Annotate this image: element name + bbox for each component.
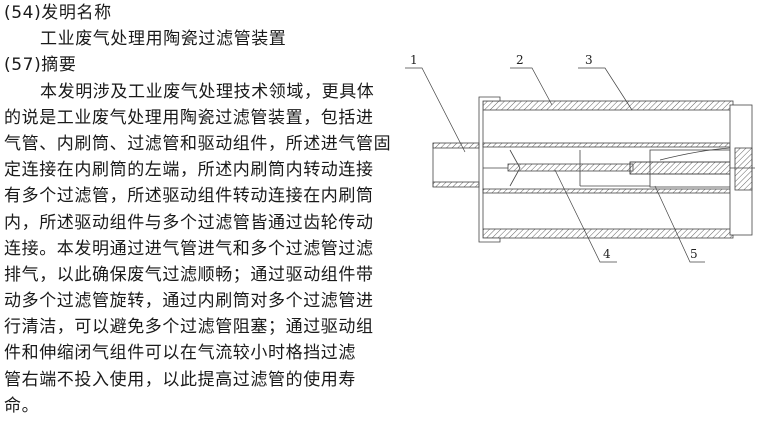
leader-lines	[405, 67, 705, 263]
abstract-line: 气管、内刷筒、过滤管和驱动组件，所述进气管固	[4, 133, 392, 154]
abstract-line: 的说是工业废气处理用陶瓷过滤管装置，包括进	[4, 107, 374, 128]
abstract-line: 命。	[4, 395, 40, 416]
inner-brush-tube-bottom	[482, 188, 731, 194]
flange	[478, 96, 501, 243]
abstract-line: 动多个过滤管旋转，通过内刷筒对多个过滤管进	[4, 291, 374, 312]
abstract-line: 连接。本发明通过进气管进气和多个过滤管过滤	[4, 238, 374, 259]
section-code: (57)	[4, 55, 42, 76]
inlet-pipe-top	[432, 142, 480, 149]
callout-2: 2	[516, 53, 524, 67]
outer-shell-bottom	[482, 228, 734, 239]
filter-shaft	[507, 163, 634, 172]
inlet-pipe-bottom	[432, 181, 480, 188]
invention-title: 工业废气处理用陶瓷过滤管装置	[40, 29, 287, 50]
inner-brush-tube-top	[482, 142, 731, 148]
patent-abstract: (54)发明名称 工业废气处理用陶瓷过滤管装置 (57)摘要 本发明涉及工业废气…	[4, 0, 392, 419]
invention-name-heading: (54)发明名称	[4, 0, 384, 26]
abstract-line: 定连接在内刷筒的左端，所述内刷筒内转动连接	[4, 160, 374, 181]
outer-shell-top	[482, 100, 734, 111]
callout-1: 1	[410, 53, 418, 67]
callout-3: 3	[585, 53, 593, 67]
abstract-line: 管右端不投入使用，以此提高过滤管的使用寿	[4, 369, 356, 390]
impeller	[509, 149, 521, 187]
drive-screw	[629, 161, 731, 175]
section-code: (54)	[4, 3, 42, 23]
abstract-line: 本发明涉及工业废气处理技术领域，更具体	[40, 81, 375, 102]
abstract-line: 排气，以此确保废气过滤顺畅；通过驱动组件带	[4, 264, 374, 285]
callout-5: 5	[690, 247, 698, 261]
section-heading: 发明名称	[41, 3, 112, 23]
callout-4: 4	[603, 247, 611, 261]
abstract-line: 行清洁，可以避免多个过滤管阻塞；通过驱动组	[4, 317, 374, 338]
abstract-line: 件和伸缩闭气组件可以在气流较小时格挡过滤	[4, 343, 356, 364]
section-heading: 摘要	[41, 55, 77, 76]
abstract-heading: (57)摘要	[4, 52, 384, 78]
abstract-line: 有多个过滤管，所述驱动组件转动连接在内刷筒	[4, 186, 374, 207]
abstract-line: 内，所述驱动组件与多个过滤管皆通过齿轮传动	[4, 212, 374, 233]
